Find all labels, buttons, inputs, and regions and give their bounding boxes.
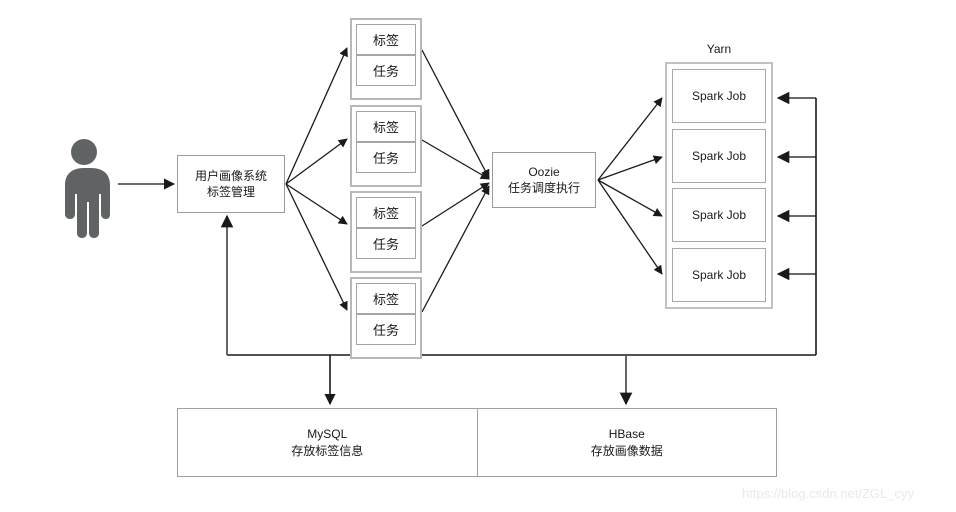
system-title-line2: 标签管理: [206, 185, 255, 199]
edge-oozie-to-spark-job-2: [597, 155, 663, 181]
tag-task-group-1[interactable]: 标签 任务: [350, 18, 422, 100]
edge-system-to-group-4: [285, 183, 348, 311]
tag-box[interactable]: 标签: [356, 283, 416, 314]
tag-box[interactable]: 标签: [356, 197, 416, 228]
hbase-desc: 存放画像数据: [590, 443, 663, 458]
hbase-name: HBase: [608, 426, 645, 441]
tag-box[interactable]: 标签: [356, 111, 416, 142]
edge-oozie-to-spark-job-4: [597, 179, 663, 275]
spark-job-box-1[interactable]: Spark Job: [672, 69, 766, 123]
edge-group-1-to-oozie: [421, 49, 490, 179]
edge-oozie-to-spark-job-3: [597, 179, 663, 217]
edge-group-2-to-oozie: [421, 139, 490, 180]
task-box[interactable]: 任务: [356, 55, 416, 86]
mysql-box[interactable]: MySQL 存放标签信息: [178, 409, 477, 476]
tag-task-group-2[interactable]: 标签 任务: [350, 105, 422, 187]
task-box[interactable]: 任务: [356, 142, 416, 173]
mysql-desc: 存放标签信息: [291, 443, 364, 458]
yarn-container[interactable]: Spark Job Spark Job Spark Job Spark Job: [665, 62, 773, 309]
user-person-icon: [65, 139, 110, 238]
oozie-subtitle: 任务调度执行: [507, 181, 580, 195]
tag-task-group-3[interactable]: 标签 任务: [350, 191, 422, 273]
edge-system-to-group-3: [285, 183, 348, 225]
spark-job-box-3[interactable]: Spark Job: [672, 188, 766, 243]
tag-task-group-4[interactable]: 标签 任务: [350, 277, 422, 359]
user-profile-system-box[interactable]: 用户画像系统 标签管理: [177, 155, 285, 213]
edge-system-to-group-1: [285, 47, 348, 185]
edge-group-3-to-oozie: [421, 182, 490, 227]
oozie-scheduler-box[interactable]: Oozie 任务调度执行: [492, 152, 596, 208]
storage-row: MySQL 存放标签信息 HBase 存放画像数据: [177, 408, 777, 477]
edge-group-4-to-oozie: [421, 185, 490, 313]
mysql-name: MySQL: [307, 426, 348, 441]
oozie-title: Oozie: [528, 164, 560, 179]
spark-job-box-2[interactable]: Spark Job: [672, 128, 766, 183]
system-title-line1: 用户画像系统: [194, 168, 267, 183]
tag-box[interactable]: 标签: [356, 24, 416, 55]
edge-oozie-to-spark-job-1: [597, 97, 663, 181]
hbase-box[interactable]: HBase 存放画像数据: [476, 409, 777, 476]
task-box[interactable]: 任务: [356, 228, 416, 259]
spark-job-box-4[interactable]: Spark Job: [672, 247, 766, 302]
watermark-text: https://blog.csdn.net/ZGL_cyy: [742, 486, 914, 501]
task-box[interactable]: 任务: [356, 314, 416, 345]
yarn-label: Yarn: [706, 42, 732, 56]
edge-system-to-group-2: [285, 138, 348, 185]
